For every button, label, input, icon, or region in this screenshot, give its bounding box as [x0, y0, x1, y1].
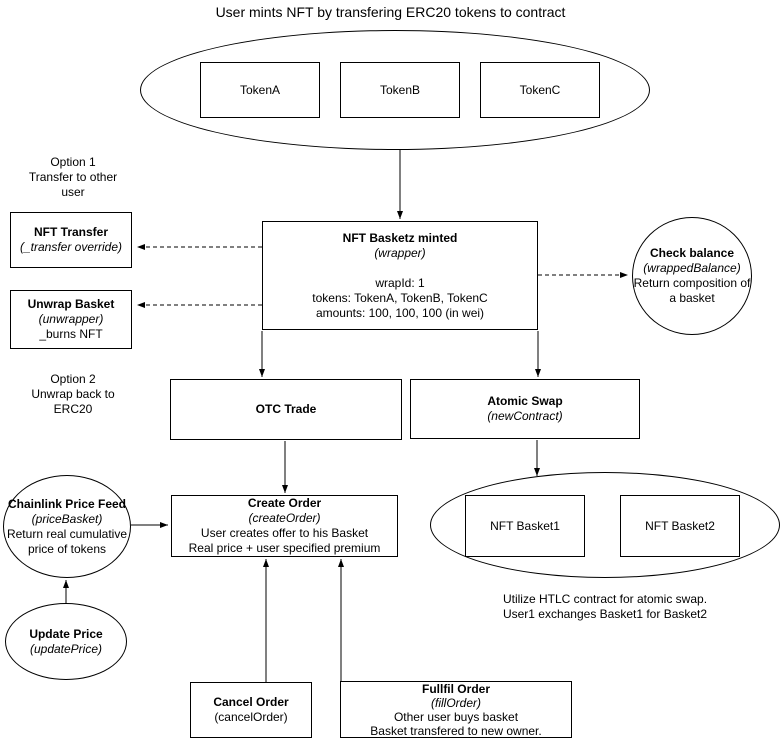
cancel-order-title: Cancel Order	[213, 695, 289, 709]
check-balance-subtitle: (wrappedBalance)	[643, 261, 741, 275]
token-c-label: TokenC	[519, 82, 561, 97]
create-order-line3: User creates offer to his Basket	[200, 526, 369, 540]
option2-line2: Unwrap back to	[31, 387, 115, 401]
htlc-note-line2: User1 exchanges Basket1 for Basket2	[502, 607, 708, 621]
nft-basketz-wrapid: wrapId: 1	[375, 275, 425, 290]
htlc-note: Utilize HTLC contract for atomic swap. U…	[430, 592, 780, 622]
unwrap-basket-node: Unwrap Basket (unwrapper) _burns NFT	[10, 290, 132, 349]
cancel-order-subtitle: (cancelOrder)	[214, 710, 288, 724]
option2-note: Option 2 Unwrap back to ERC20	[8, 372, 138, 417]
token-a-label: TokenA	[239, 82, 281, 97]
chainlink-title: Chainlink Price Feed	[7, 496, 127, 511]
fullfil-order-subtitle: (fillOrder)	[431, 695, 481, 710]
create-order-subtitle: (createOrder)	[248, 511, 321, 525]
token-b-node: TokenB	[340, 62, 460, 118]
cancel-order-node: Cancel Order (cancelOrder)	[190, 682, 312, 738]
update-price-title: Update Price	[29, 626, 103, 641]
otc-trade-node: OTC Trade	[170, 379, 402, 440]
option1-note: Option 1 Transfer to other user	[8, 155, 138, 200]
nft-transfer-subtitle: (_transfer override)	[19, 240, 123, 254]
option1-line3: user	[61, 185, 85, 199]
fullfil-order-line4: Basket transfered to new owner.	[370, 723, 542, 738]
atomic-swap-subtitle: (newContract)	[487, 409, 563, 423]
nft-basketz-amounts: amounts: 100, 100, 100 (in wei)	[315, 305, 485, 320]
nft-basket1-label: NFT Basket1	[490, 518, 560, 533]
create-order-line4: Real price + user specified premium	[188, 541, 381, 555]
nft-transfer-node: NFT Transfer (_transfer override)	[10, 212, 132, 268]
nft-basket2-node: NFT Basket2	[620, 495, 740, 557]
diagram-title: User mints NFT by transfering ERC20 toke…	[215, 4, 566, 20]
check-balance-title: Check balance	[649, 246, 735, 260]
chainlink-subtitle: (priceBasket)	[31, 511, 103, 526]
nft-basketz-tokens: tokens: TokenA, TokenB, TokenC	[312, 290, 488, 305]
htlc-note-line1: Utilize HTLC contract for atomic swap.	[502, 592, 708, 606]
create-order-title: Create Order	[247, 496, 322, 510]
nft-basketz-title: NFT Basketz minted	[342, 230, 458, 245]
atomic-swap-title: Atomic Swap	[487, 394, 563, 408]
unwrap-basket-title: Unwrap Basket	[27, 297, 115, 311]
chainlink-line3: Return real cumulative	[6, 526, 128, 541]
chainlink-line4: price of tokens	[27, 541, 107, 556]
check-balance-node: Check balance (wrappedBalance) Return co…	[632, 217, 752, 335]
token-a-node: TokenA	[200, 62, 320, 118]
nft-basketz-subtitle: (wrapper)	[374, 245, 426, 260]
unwrap-basket-note: _burns NFT	[39, 327, 103, 341]
option2-line1: Option 2	[50, 372, 96, 386]
token-b-label: TokenB	[379, 82, 421, 97]
chainlink-price-feed-node: Chainlink Price Feed (priceBasket) Retur…	[3, 475, 131, 578]
option1-line2: Transfer to other	[28, 170, 118, 184]
nft-basket2-label: NFT Basket2	[645, 518, 715, 533]
nft-transfer-title: NFT Transfer	[33, 225, 108, 239]
update-price-subtitle: (updatePrice)	[29, 641, 103, 656]
nft-basket1-node: NFT Basket1	[465, 495, 585, 557]
fullfil-order-title: Fullfil Order	[421, 681, 490, 696]
fullfil-order-line3: Other user buys basket	[393, 709, 519, 724]
token-c-node: TokenC	[480, 62, 600, 118]
option1-line1: Option 1	[50, 155, 96, 169]
otc-trade-title: OTC Trade	[255, 402, 317, 416]
update-price-node: Update Price (updatePrice)	[5, 603, 127, 680]
check-balance-line3: Return composition of	[633, 276, 751, 290]
nft-basketz-node: NFT Basketz minted (wrapper) wrapId: 1 t…	[262, 221, 538, 330]
create-order-node: Create Order (createOrder) User creates …	[171, 495, 398, 557]
atomic-swap-node: Atomic Swap (newContract)	[410, 379, 640, 439]
unwrap-basket-subtitle: (unwrapper)	[38, 312, 104, 326]
option2-line3: ERC20	[53, 402, 93, 416]
check-balance-line4: a basket	[669, 291, 715, 305]
fullfil-order-node: Fullfil Order (fillOrder) Other user buy…	[340, 681, 572, 738]
